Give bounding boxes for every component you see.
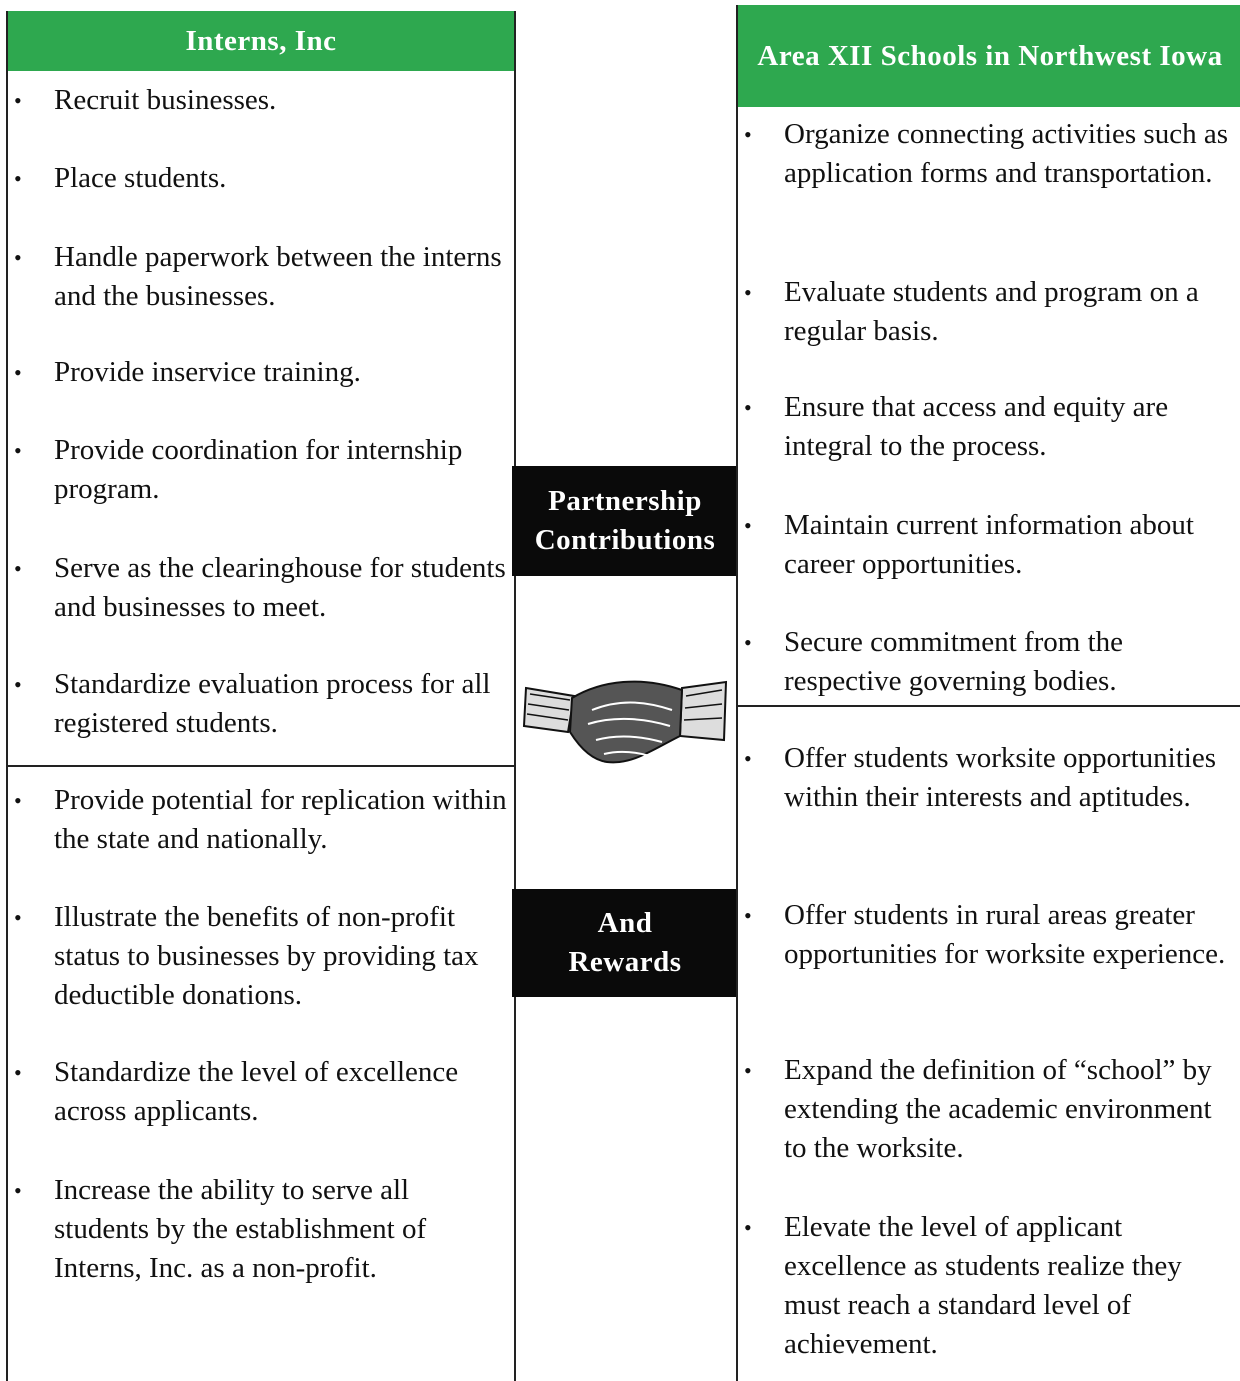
section-divider — [738, 705, 1240, 707]
list-item: •Ensure that access and equity are integ… — [744, 391, 1169, 462]
area-xii-schools-header-text: Area XII Schools in Northwest Iowa — [757, 40, 1223, 72]
list-item: •Standardize evaluation process for all … — [14, 668, 491, 739]
list-item: •Handle paperwork between the interns an… — [14, 241, 502, 312]
list-item: •Recruit businesses. — [14, 84, 277, 116]
list-item: •Organize connecting activities such as … — [744, 118, 1228, 189]
interns-inc-column: Interns, Inc •Recruit businesses. •Place… — [6, 11, 516, 1381]
list-item: •Secure commitment from the respective g… — [744, 626, 1124, 697]
list-item: •Elevate the level of applicant excellen… — [744, 1211, 1182, 1360]
section-divider — [8, 765, 514, 767]
list-item: •Evaluate students and program on a regu… — [744, 276, 1199, 347]
partnership-contributions-label: Partnership Contributions — [512, 466, 738, 576]
area-xii-schools-header: Area XII Schools in Northwest Iowa — [738, 5, 1240, 107]
and-rewards-label: And Rewards — [512, 889, 738, 997]
list-item: •Offer students worksite opportunities w… — [744, 742, 1216, 813]
list-item: •Illustrate the benefits of non-profit s… — [14, 901, 479, 1011]
list-item: •Place students. — [14, 162, 227, 194]
list-item: •Standardize the level of excellence acr… — [14, 1056, 459, 1127]
list-item: •Provide potential for replication withi… — [14, 784, 507, 855]
handshake-icon — [522, 680, 728, 764]
interns-inc-header-text: Interns, Inc — [185, 25, 337, 57]
interns-inc-header: Interns, Inc — [8, 11, 514, 71]
list-item: •Expand the definition of “school” by ex… — [744, 1054, 1212, 1164]
list-item: •Serve as the clearinghouse for students… — [14, 552, 506, 623]
list-item: •Increase the ability to serve all stude… — [14, 1174, 427, 1284]
list-item: •Provide inservice training. — [14, 356, 361, 388]
list-item: •Offer students in rural areas greater o… — [744, 899, 1226, 970]
list-item: •Provide coordination for internship pro… — [14, 434, 463, 505]
list-item: •Maintain current information about care… — [744, 509, 1194, 580]
area-xii-schools-column: Area XII Schools in Northwest Iowa •Orga… — [736, 5, 1240, 1381]
